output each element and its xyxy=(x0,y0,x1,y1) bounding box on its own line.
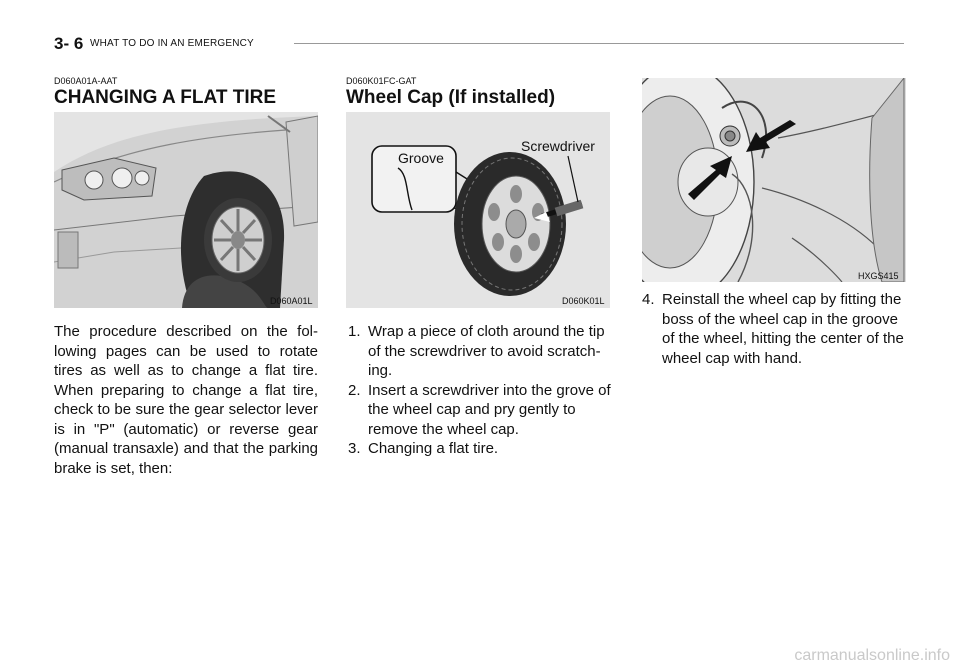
step-number: 4. xyxy=(642,291,655,308)
step-item: 4. Reinstall the wheel cap by fitting th… xyxy=(642,290,908,368)
intro-paragraph: The procedure described on the fol-lowin… xyxy=(54,323,318,477)
section-code: D060A01A-AAT xyxy=(54,76,118,86)
figure-code: HXGS415 xyxy=(858,271,899,281)
step-text: Reinstall the wheel cap by fitting the b… xyxy=(662,291,904,367)
wheel-cap-closeup-illustration xyxy=(642,78,906,282)
step-item: 2. Insert a screwdriver into the grove o… xyxy=(348,381,612,440)
step-number: 1. xyxy=(348,323,361,340)
step-item: 1. Wrap a piece of cloth around the tip … xyxy=(348,322,612,381)
screwdriver-label: Screwdriver xyxy=(521,138,595,154)
step-number: 3. xyxy=(348,440,361,457)
wheel-cap-reinstall-figure xyxy=(642,78,906,282)
step-item: 3. Changing a flat tire. xyxy=(348,439,612,459)
section-code: D060K01FC-GAT xyxy=(346,76,417,86)
steps-list: 4. Reinstall the wheel cap by fitting th… xyxy=(642,290,908,368)
step-number: 2. xyxy=(348,381,361,399)
header-rule xyxy=(294,43,904,44)
wheel-screwdriver-illustration xyxy=(346,112,610,308)
car-illustration xyxy=(54,112,318,308)
section-heading: CHANGING A FLAT TIRE xyxy=(54,87,276,108)
page-number: 3- 6 xyxy=(54,34,84,53)
section-title: WHAT TO DO IN AN EMERGENCY xyxy=(90,38,254,49)
figure-code: D060K01L xyxy=(562,296,605,306)
watermark: carmanualsonline.info xyxy=(794,647,950,664)
figure-code: D060A01L xyxy=(270,296,313,306)
flat-tire-car-figure xyxy=(54,112,318,308)
wheel-cap-figure xyxy=(346,112,610,308)
step-text: Insert a screwdriver into the grove of t… xyxy=(368,381,611,438)
steps-list: 1. Wrap a piece of cloth around the tip … xyxy=(348,322,612,459)
step-text: Changing a flat tire. xyxy=(368,440,499,457)
section-heading: Wheel Cap (If installed) xyxy=(346,87,556,108)
step-text: Wrap a piece of cloth around the tip of … xyxy=(368,323,605,379)
groove-label: Groove xyxy=(398,150,444,166)
